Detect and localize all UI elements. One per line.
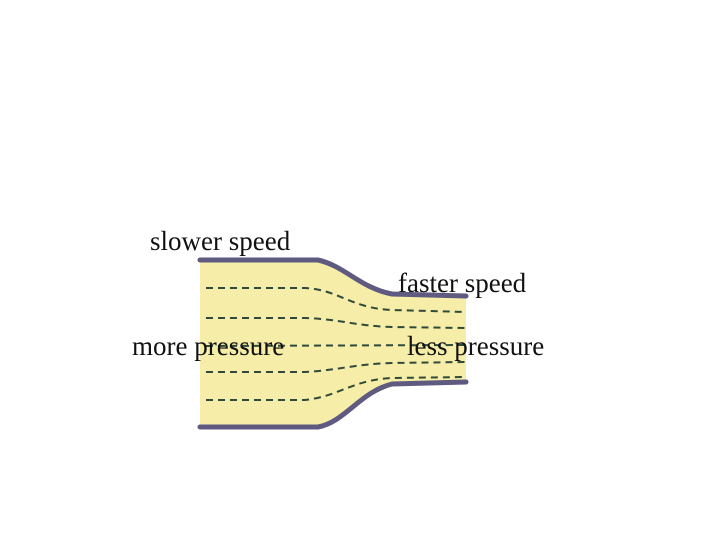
faster-speed-label: faster speed bbox=[398, 270, 526, 297]
slower-speed-label: slower speed bbox=[150, 228, 290, 255]
more-pressure-label: more pressure bbox=[132, 333, 284, 360]
less-pressure-label: less pressure bbox=[407, 333, 544, 360]
